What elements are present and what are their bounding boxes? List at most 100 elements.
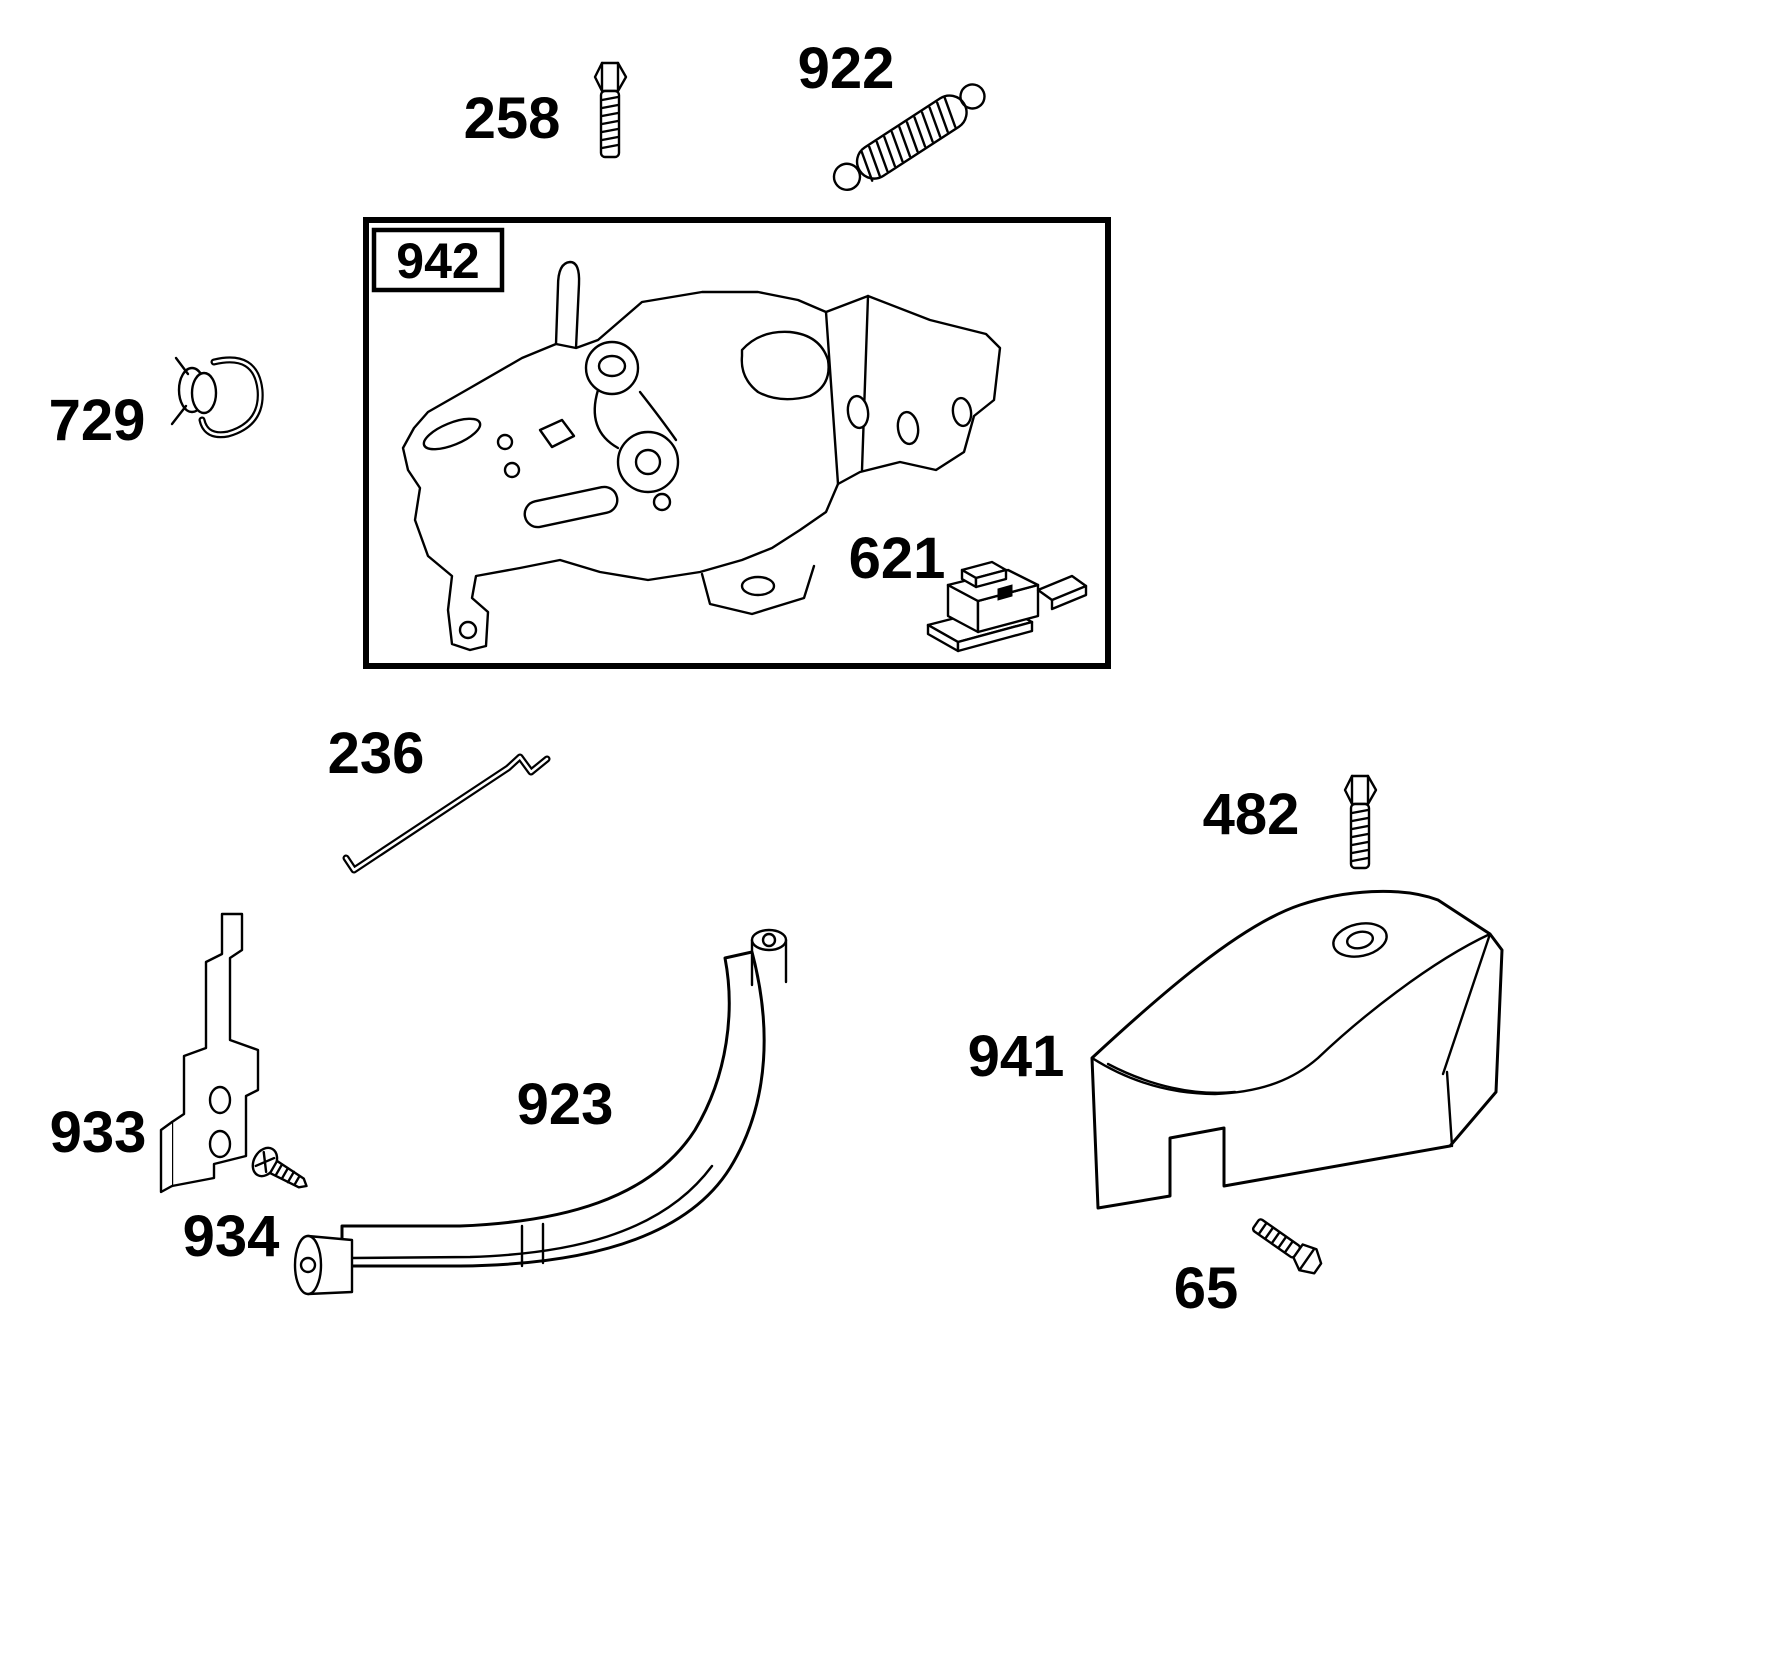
thread-line	[1284, 1240, 1294, 1254]
plate-tab	[554, 260, 581, 350]
part-729-clip	[170, 356, 264, 439]
band-body	[340, 950, 766, 1268]
spring-coil	[860, 150, 874, 182]
lever-edge	[593, 388, 620, 450]
label-258: 258	[464, 86, 561, 151]
cover-silhouette	[1090, 889, 1504, 1210]
clip-band-hollow	[200, 358, 262, 436]
part-65-hex-bolt	[1251, 1218, 1323, 1275]
plate-outline	[401, 290, 1002, 652]
thread-line	[1257, 1222, 1268, 1235]
spring-coil	[943, 96, 957, 128]
part-933-bracket	[159, 912, 260, 1194]
bracket-hole	[208, 1085, 232, 1115]
thread-line	[600, 111, 620, 118]
thread-line	[600, 119, 620, 126]
band-top-pin	[750, 938, 788, 987]
switch-slot	[997, 584, 1013, 601]
pivot-boss-top	[597, 354, 627, 378]
cover-inset-line	[1106, 1062, 1237, 1095]
thread-line	[280, 1167, 290, 1180]
spring-coil	[890, 130, 904, 163]
switch-knob-side	[974, 568, 1008, 589]
thread-line	[1350, 856, 1370, 863]
spring-coil	[883, 135, 897, 168]
spring-coil	[920, 111, 934, 143]
thread-line	[1271, 1231, 1281, 1244]
label-942-box	[371, 227, 505, 293]
label-934: 934	[183, 1204, 280, 1269]
part-923-brake-band	[293, 928, 788, 1296]
clip-coil	[190, 371, 218, 415]
spring-coil	[905, 121, 919, 153]
bolt-head-facet	[1298, 1248, 1315, 1271]
small-hole	[503, 461, 521, 479]
diamond-hole	[538, 418, 576, 449]
part-934-screw	[251, 1146, 308, 1189]
phillips-slot	[254, 1156, 276, 1168]
part-942-assembly: 942	[363, 217, 1111, 669]
spring-coil	[875, 140, 889, 173]
switch-base-side	[956, 620, 1034, 653]
leg-hole	[458, 620, 478, 640]
spring-hook-right	[959, 83, 986, 110]
small-hole	[652, 492, 672, 512]
spring-coil	[935, 101, 949, 133]
label-482: 482	[1203, 782, 1300, 847]
band-tube-hole	[299, 1256, 317, 1274]
spring-coil	[898, 126, 912, 158]
oval-hole	[896, 410, 920, 446]
label-621: 621	[849, 526, 946, 591]
label-922: 922	[798, 36, 895, 101]
band-top-pin-hole	[761, 932, 777, 948]
thread-line	[1350, 824, 1370, 831]
bracket-thickness	[159, 1120, 174, 1194]
band-inner-line	[350, 1164, 714, 1260]
label-236: 236	[328, 721, 425, 786]
flange-hole	[740, 575, 776, 597]
cover-hole	[1345, 930, 1375, 950]
clip-wire-end	[174, 356, 190, 376]
plate-fold-line	[860, 294, 870, 472]
part-236-link-rod	[342, 753, 551, 874]
cam-cutout	[740, 330, 830, 401]
thread-line	[1350, 808, 1370, 815]
cover-ridge	[1090, 932, 1492, 1096]
thread-line	[1350, 832, 1370, 839]
thread-line	[286, 1170, 296, 1184]
thread-line	[600, 127, 620, 134]
part-482-hex-bolt	[1343, 774, 1378, 870]
label-933: 933	[50, 1100, 147, 1165]
label-942: 942	[396, 233, 479, 289]
plate-fold-line	[824, 310, 840, 486]
thread-line	[1277, 1236, 1287, 1249]
label-941: 941	[968, 1024, 1065, 1089]
spring-coil	[913, 116, 927, 148]
clip-wire-end	[170, 404, 188, 426]
bracket-outline	[170, 912, 260, 1188]
long-slot	[523, 485, 619, 529]
bracket-hole	[208, 1129, 232, 1159]
part-621-stop-switch	[926, 560, 1088, 653]
small-hole	[496, 433, 514, 451]
slot-hole	[422, 417, 482, 451]
thread-line	[600, 135, 620, 142]
rod-wire-hollow	[344, 755, 549, 872]
part-258-hex-bolt	[593, 61, 628, 159]
thread-line	[1264, 1227, 1274, 1240]
part-922-extension-spring	[832, 83, 986, 191]
thread-line	[1350, 840, 1370, 847]
spring-coil	[868, 145, 881, 177]
part-941-cover	[1090, 889, 1504, 1210]
bolt-head	[593, 61, 628, 93]
oval-hole	[951, 396, 973, 428]
label-923: 923	[517, 1072, 614, 1137]
thread-line	[1350, 816, 1370, 823]
cover-right-edge	[1441, 932, 1492, 1076]
thread-line	[600, 103, 620, 110]
thread-line	[600, 95, 620, 102]
thread-line	[274, 1163, 283, 1177]
label-729: 729	[49, 388, 146, 453]
